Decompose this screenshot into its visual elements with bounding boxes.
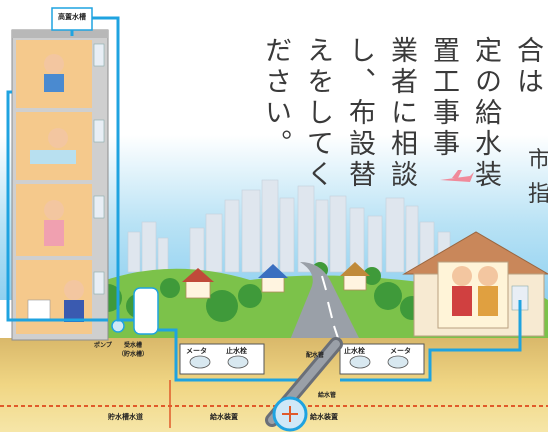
meter-label-right: メータ bbox=[390, 347, 411, 355]
stop-valve-label-right: 止水栓 bbox=[344, 347, 365, 355]
house bbox=[402, 231, 548, 337]
text-line: し、布設替 bbox=[344, 36, 375, 191]
pump-label: ポンプ bbox=[94, 342, 112, 349]
meter-label-left: メータ bbox=[186, 347, 207, 355]
airplane-icon bbox=[440, 170, 474, 182]
distribution-main-label: 配水管 bbox=[306, 352, 325, 359]
small-houses bbox=[182, 262, 370, 299]
receiving-tank-label: 受水槽 bbox=[124, 342, 143, 349]
storage-system-label: 貯水槽水道 bbox=[108, 413, 143, 421]
text-line: 定の給水装 bbox=[470, 36, 501, 191]
receiving-tank-icon bbox=[111, 287, 159, 335]
roof-tank-label: 高置水槽 bbox=[58, 13, 86, 21]
road bbox=[290, 262, 360, 340]
road-markings bbox=[321, 275, 339, 339]
text-line: 業者に相談 bbox=[386, 36, 417, 191]
text-line: 合は bbox=[512, 36, 543, 98]
text-line: えをしてく bbox=[302, 36, 333, 191]
apartment-building bbox=[11, 29, 109, 341]
supply-system-label-right: 給水装置 bbox=[310, 413, 338, 421]
headline-vertical-text: 合は 定の給水装 置工事事 業者に相談 し、布設替 えをしてく ださい。 bbox=[260, 36, 548, 226]
text-line: 置工事事 bbox=[428, 36, 459, 160]
stop-valve-label-left: 止水栓 bbox=[226, 347, 247, 355]
text-line: ださい。 bbox=[260, 36, 291, 160]
meter-box-left bbox=[179, 343, 265, 375]
edge-text-2: 指 bbox=[528, 182, 548, 207]
storage-tank-note: （貯水槽） bbox=[118, 351, 149, 358]
service-pipe-label: 給水管 bbox=[318, 392, 337, 399]
water-pipes bbox=[6, 16, 522, 382]
edge-text-1: 市 bbox=[528, 148, 548, 173]
supply-system-label-left: 給水装置 bbox=[210, 413, 238, 421]
distribution-main-pipe bbox=[265, 337, 343, 432]
city-skyline bbox=[127, 179, 451, 273]
meter-box-right bbox=[339, 343, 425, 375]
